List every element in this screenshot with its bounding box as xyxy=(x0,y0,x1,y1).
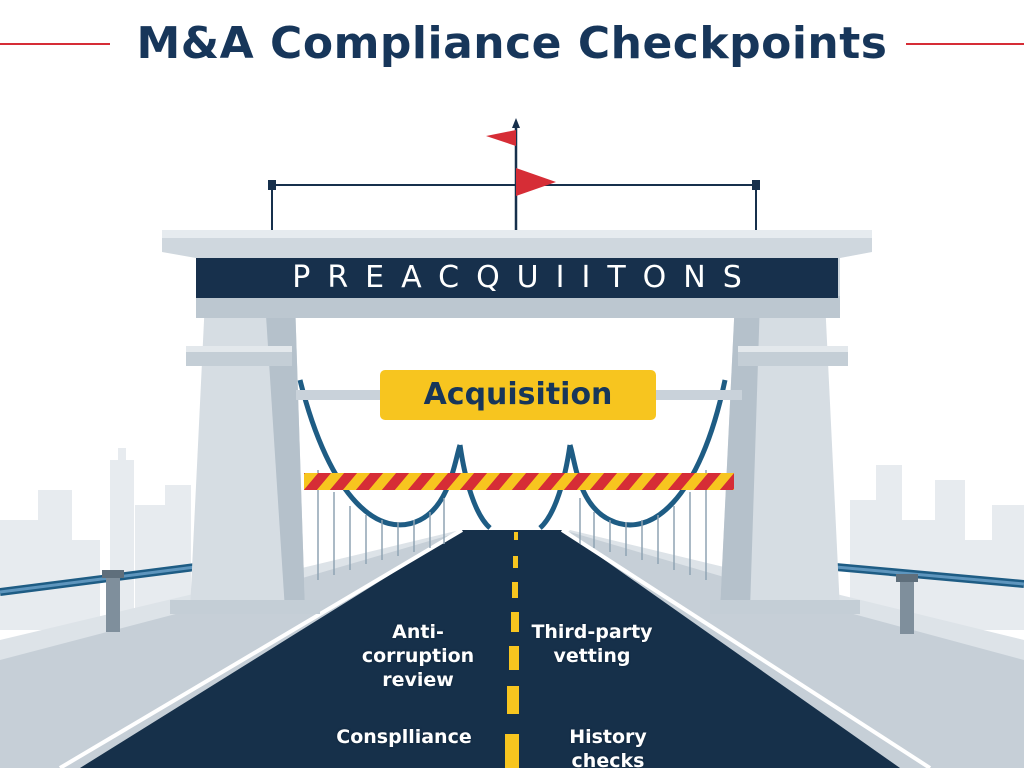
tower-left xyxy=(170,300,320,614)
banner-label: PREACQUIITONS xyxy=(292,260,759,295)
bracket-cap-left xyxy=(268,180,276,190)
road-surface xyxy=(80,530,900,768)
acquisition-sign: Acquisition xyxy=(380,370,656,420)
title-rule-left xyxy=(0,43,110,45)
deck-right-curb xyxy=(570,532,1024,768)
title-rule-right xyxy=(906,43,1024,45)
road-edge-right xyxy=(560,528,932,768)
road-label-compliance: Consplliance xyxy=(336,726,472,748)
red-flag-icon xyxy=(486,118,556,230)
gantry-beam xyxy=(162,230,872,318)
center-line xyxy=(505,532,519,768)
road-edge-left xyxy=(58,528,464,768)
banner-panel xyxy=(196,258,838,298)
bracket-cap-right xyxy=(752,180,760,190)
road-label-history: History checks xyxy=(569,726,647,768)
page-title: M&A Compliance Checkpoints xyxy=(136,18,888,69)
hanger-cables xyxy=(317,470,707,580)
road-label-third-party: Third-party vetting xyxy=(531,621,653,667)
road-label-anti-corruption: Anti-corruption review xyxy=(361,621,475,691)
deck-left-curb xyxy=(0,532,460,768)
tower-right xyxy=(710,300,860,614)
barrier-gate xyxy=(304,473,734,490)
